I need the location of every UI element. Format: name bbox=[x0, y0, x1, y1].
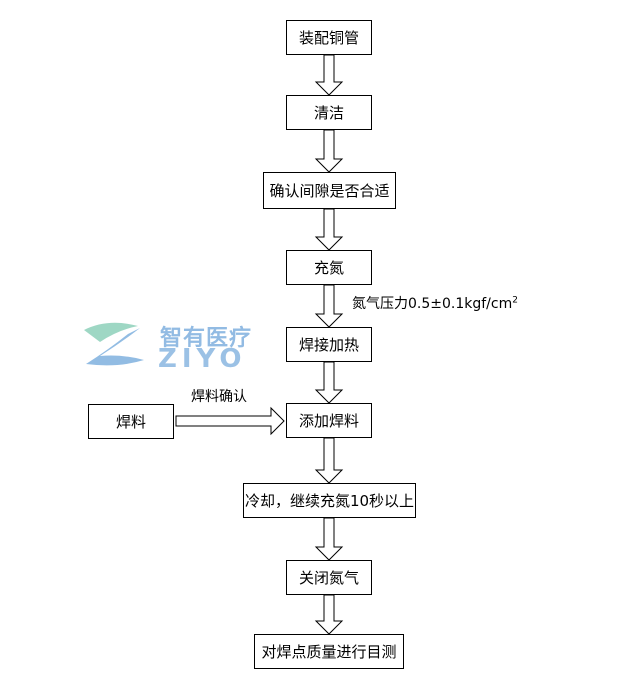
solder-input-arrow bbox=[175, 406, 285, 436]
flow-arrow-2 bbox=[314, 129, 344, 173]
flow-arrow-4 bbox=[314, 284, 344, 328]
step-check-gap: 确认间隙是否合适 bbox=[263, 172, 396, 209]
flow-arrow-7 bbox=[314, 517, 344, 561]
flow-arrow-1 bbox=[314, 54, 344, 96]
watermark-cn-text: 智有医疗 bbox=[160, 326, 253, 351]
step-weld-heat: 焊接加热 bbox=[286, 327, 372, 362]
step-assemble-pipe: 装配铜管 bbox=[286, 20, 372, 55]
nitrogen-pressure-note: 氮气压力0.5±0.1kgf/cm2 bbox=[352, 293, 518, 313]
step-add-solder: 添加焊料 bbox=[286, 403, 372, 438]
solder-check-label: 焊料确认 bbox=[191, 389, 247, 405]
nitrogen-pressure-unit-sup: 2 bbox=[512, 295, 518, 306]
ziyo-watermark: 智有医疗 ZIYO bbox=[78, 316, 278, 374]
step-fill-nitrogen: 充氮 bbox=[286, 250, 372, 285]
flow-arrow-5 bbox=[314, 361, 344, 404]
step-visual-inspect: 对焊点质量进行目测 bbox=[254, 634, 404, 669]
step-close-nitrogen: 关闭氮气 bbox=[286, 560, 372, 595]
solder-input-box: 焊料 bbox=[88, 404, 174, 439]
flow-arrow-8 bbox=[314, 594, 344, 635]
nitrogen-pressure-text: 氮气压力0.5±0.1kgf/cm bbox=[352, 296, 513, 312]
step-cool-down: 冷却，继续充氮10秒以上 bbox=[243, 483, 416, 518]
flow-arrow-6 bbox=[314, 437, 344, 484]
step-clean: 清洁 bbox=[286, 95, 372, 130]
ziyo-logo-icon bbox=[84, 322, 144, 366]
watermark-en-text: ZIYO bbox=[158, 344, 247, 374]
flow-arrow-3 bbox=[314, 208, 344, 251]
